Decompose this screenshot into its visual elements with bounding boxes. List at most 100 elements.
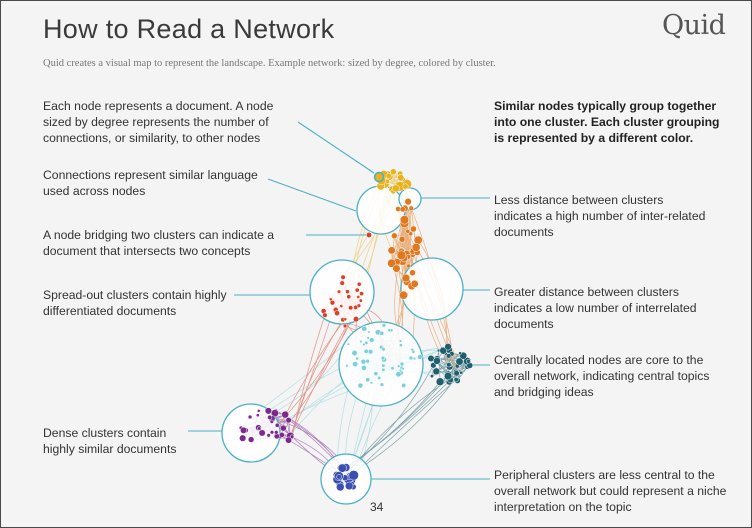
network-node — [453, 370, 460, 377]
network-node — [247, 414, 253, 420]
network-node — [391, 184, 400, 193]
network-edge — [438, 350, 441, 382]
note-dense-clusters: Dense clusters contain highly similar do… — [43, 426, 177, 456]
network-node — [274, 430, 279, 435]
network-node — [346, 342, 350, 346]
network-node — [361, 365, 367, 371]
network-node — [351, 350, 358, 356]
network-node — [379, 382, 385, 387]
network-node — [466, 358, 471, 364]
network-node — [336, 474, 342, 480]
network-node — [381, 347, 386, 352]
network-node — [369, 381, 374, 385]
network-node — [399, 206, 406, 213]
network-node — [367, 349, 374, 355]
network-node — [381, 323, 387, 328]
network-node — [373, 371, 379, 376]
network-node — [270, 409, 279, 418]
network-node — [390, 168, 397, 176]
network-node — [413, 235, 423, 245]
network-node — [281, 410, 289, 419]
network-node — [344, 481, 354, 491]
network-node — [387, 246, 396, 255]
network-node — [360, 359, 367, 365]
network-node — [339, 304, 344, 308]
network-node — [356, 303, 362, 308]
network-node — [352, 361, 359, 367]
network-node — [397, 174, 405, 182]
circle-spread-cluster — [309, 259, 375, 325]
network-node — [379, 331, 385, 336]
network-node — [429, 374, 434, 379]
network-node — [322, 312, 328, 318]
bridging-node — [365, 231, 373, 239]
network-node — [240, 426, 247, 434]
network-node — [459, 370, 463, 375]
network-node — [453, 377, 459, 383]
circle-far-clusters — [400, 257, 464, 321]
note-bridging-node: A node bridging two clusters can indicat… — [43, 228, 275, 258]
network-node — [399, 290, 408, 300]
network-node — [257, 426, 262, 431]
network-node — [353, 316, 360, 323]
note-greater-distance: Greater distance between clusters indica… — [494, 285, 697, 331]
network-node — [345, 364, 349, 368]
network-node — [269, 430, 275, 435]
network-node — [396, 250, 407, 260]
note-similar-nodes: Similar nodes typically group together i… — [494, 99, 720, 145]
network-node — [412, 357, 417, 361]
network-node — [387, 258, 397, 268]
network-node — [446, 353, 452, 359]
network-node — [362, 342, 366, 347]
network-node — [356, 295, 361, 299]
network-node — [354, 287, 360, 293]
network-node — [329, 299, 336, 306]
network-node — [266, 433, 271, 438]
network-node — [267, 414, 273, 420]
network-node — [264, 407, 272, 415]
network-node — [340, 274, 346, 280]
network-node — [410, 225, 417, 233]
network-node — [255, 413, 260, 418]
callout-connections — [267, 178, 357, 212]
network-node — [285, 417, 292, 424]
network-node — [411, 243, 421, 252]
network-node — [336, 289, 342, 294]
network-node — [343, 317, 348, 322]
network-node — [390, 366, 395, 371]
network-node — [369, 337, 375, 343]
network-node — [256, 409, 261, 413]
network-node — [336, 482, 345, 492]
network-node — [410, 348, 414, 352]
network-node — [357, 382, 364, 389]
network-node — [405, 228, 411, 234]
network-node — [401, 383, 407, 388]
note-peripheral-clusters: Peripheral clusters are less central to … — [494, 468, 727, 514]
network-node — [439, 346, 448, 355]
network-node — [397, 364, 401, 368]
network-node — [258, 429, 266, 437]
network-node — [363, 348, 369, 354]
network-node — [247, 436, 255, 443]
network-node — [365, 377, 371, 383]
network-node — [380, 355, 386, 361]
quid-logo: Quid — [662, 10, 726, 41]
network-node — [398, 369, 403, 373]
network-node — [381, 367, 386, 372]
network-node — [337, 463, 347, 473]
network-node — [432, 367, 441, 376]
network-node — [406, 263, 411, 269]
network-node — [417, 354, 423, 360]
page-subtitle: Quid creates a visual map to represent t… — [43, 58, 496, 69]
network-node — [402, 183, 409, 190]
network-node — [274, 422, 280, 428]
network-node — [435, 377, 445, 386]
network-node — [345, 289, 350, 294]
network-node — [348, 305, 354, 311]
note-node-size: Each node represents a document. A node … — [43, 99, 274, 145]
network-node — [401, 367, 405, 371]
network-node — [399, 343, 403, 347]
page-title: How to Read a Network — [43, 14, 335, 44]
